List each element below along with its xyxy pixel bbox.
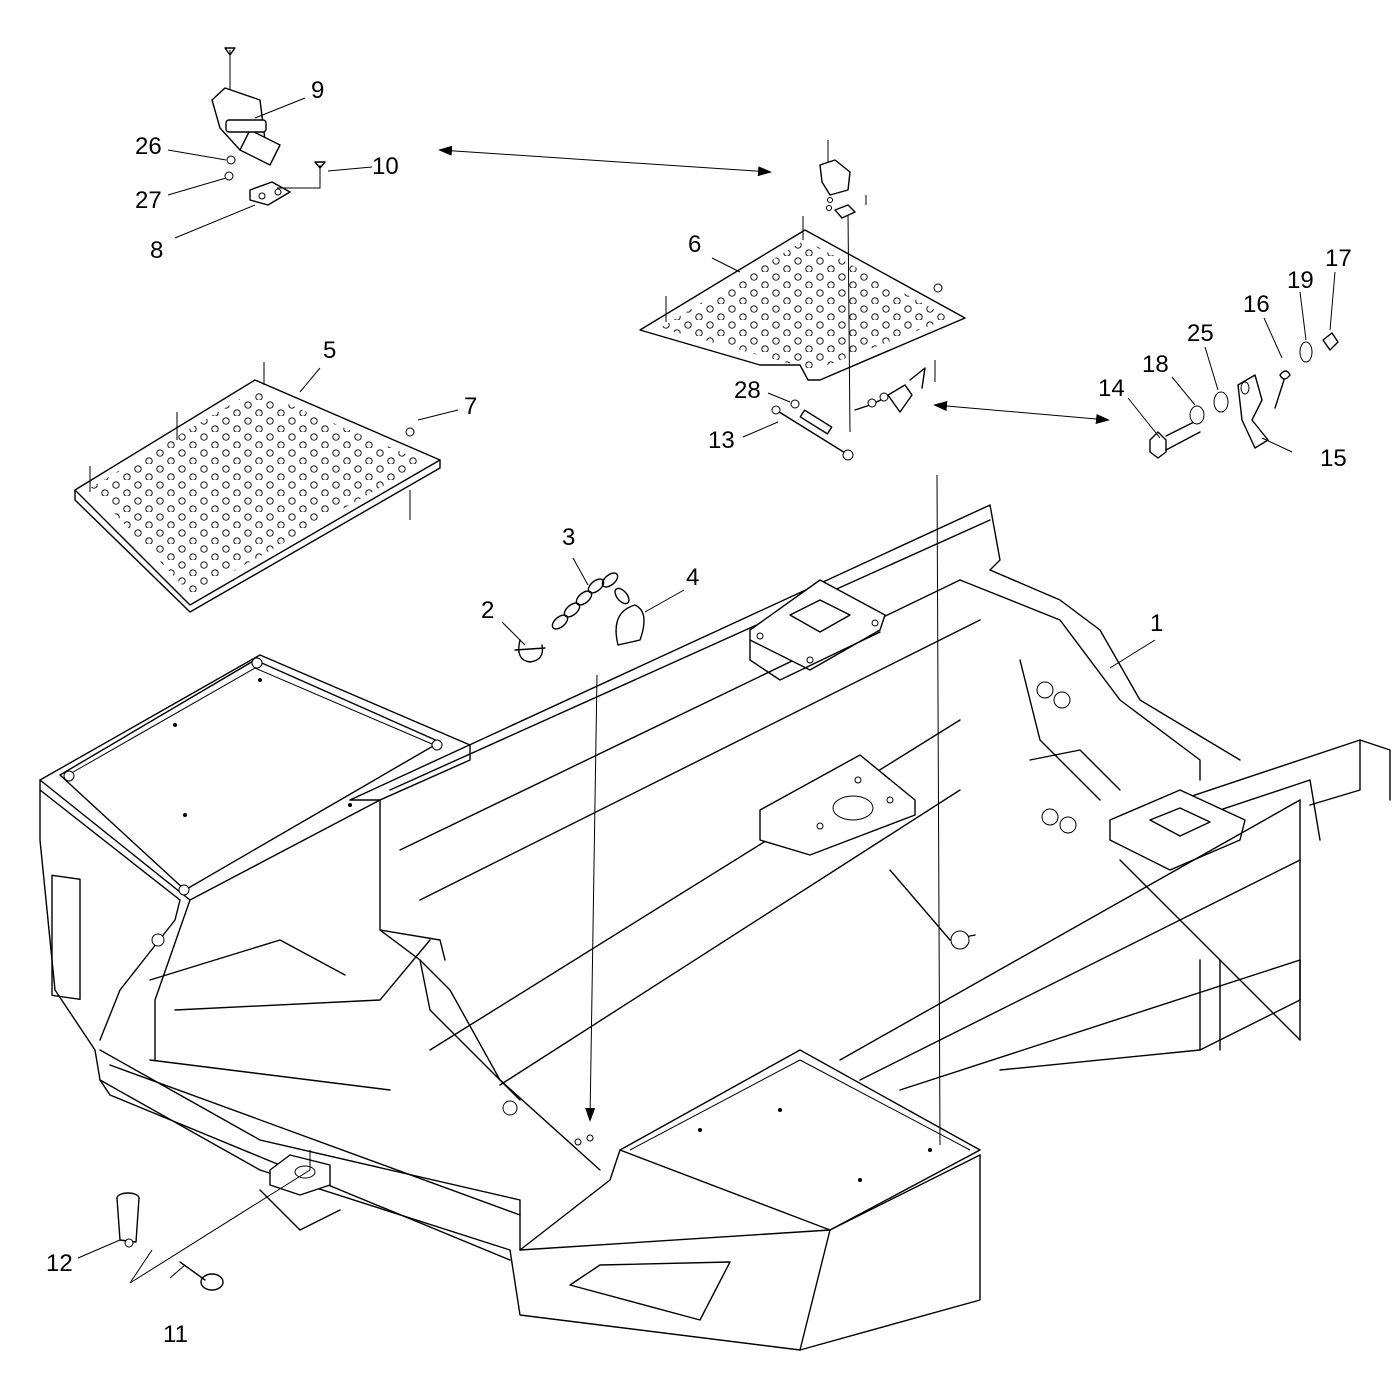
callout-12: 12 (46, 1250, 73, 1277)
callout-17: 17 (1325, 245, 1352, 272)
callout-9: 9 (311, 77, 324, 104)
callout-5: 5 (323, 337, 336, 364)
callout-7: 7 (464, 393, 477, 420)
hardware-set (1149, 332, 1339, 459)
callout-3: 3 (562, 524, 575, 551)
callout-27: 27 (135, 187, 162, 214)
callout-18: 18 (1142, 351, 1169, 378)
callout-25: 25 (1187, 320, 1214, 347)
main-frame (39, 504, 1391, 1351)
callout-1: 1 (1150, 610, 1163, 637)
explosion-lines (129, 145, 1110, 1284)
callout-4: 4 (686, 564, 699, 591)
floor-plate-6 (639, 212, 966, 433)
latch-assembly-small (819, 140, 867, 219)
callout-8: 8 (150, 237, 163, 264)
callout-28: 28 (734, 377, 761, 404)
callout-labels: 1 2 3 4 5 6 7 8 9 10 11 12 13 14 15 16 1… (46, 77, 1352, 1348)
callout-26: 26 (135, 133, 162, 160)
callout-10: 10 (372, 153, 399, 180)
callout-13: 13 (708, 427, 735, 454)
callout-16: 16 (1243, 291, 1270, 318)
callout-2: 2 (481, 597, 494, 624)
gas-strut-13 (771, 367, 926, 461)
leader-lines (77, 97, 1336, 1279)
pin-and-clip (116, 1192, 224, 1291)
floor-plate-5 (74, 362, 441, 613)
callout-19: 19 (1287, 267, 1314, 294)
callout-14: 14 (1098, 375, 1125, 402)
latch-assembly-9 (211, 47, 326, 206)
callout-6: 6 (688, 231, 701, 258)
callout-15: 15 (1320, 445, 1347, 472)
callout-11: 11 (163, 1321, 188, 1348)
chain-assembly (514, 572, 645, 663)
